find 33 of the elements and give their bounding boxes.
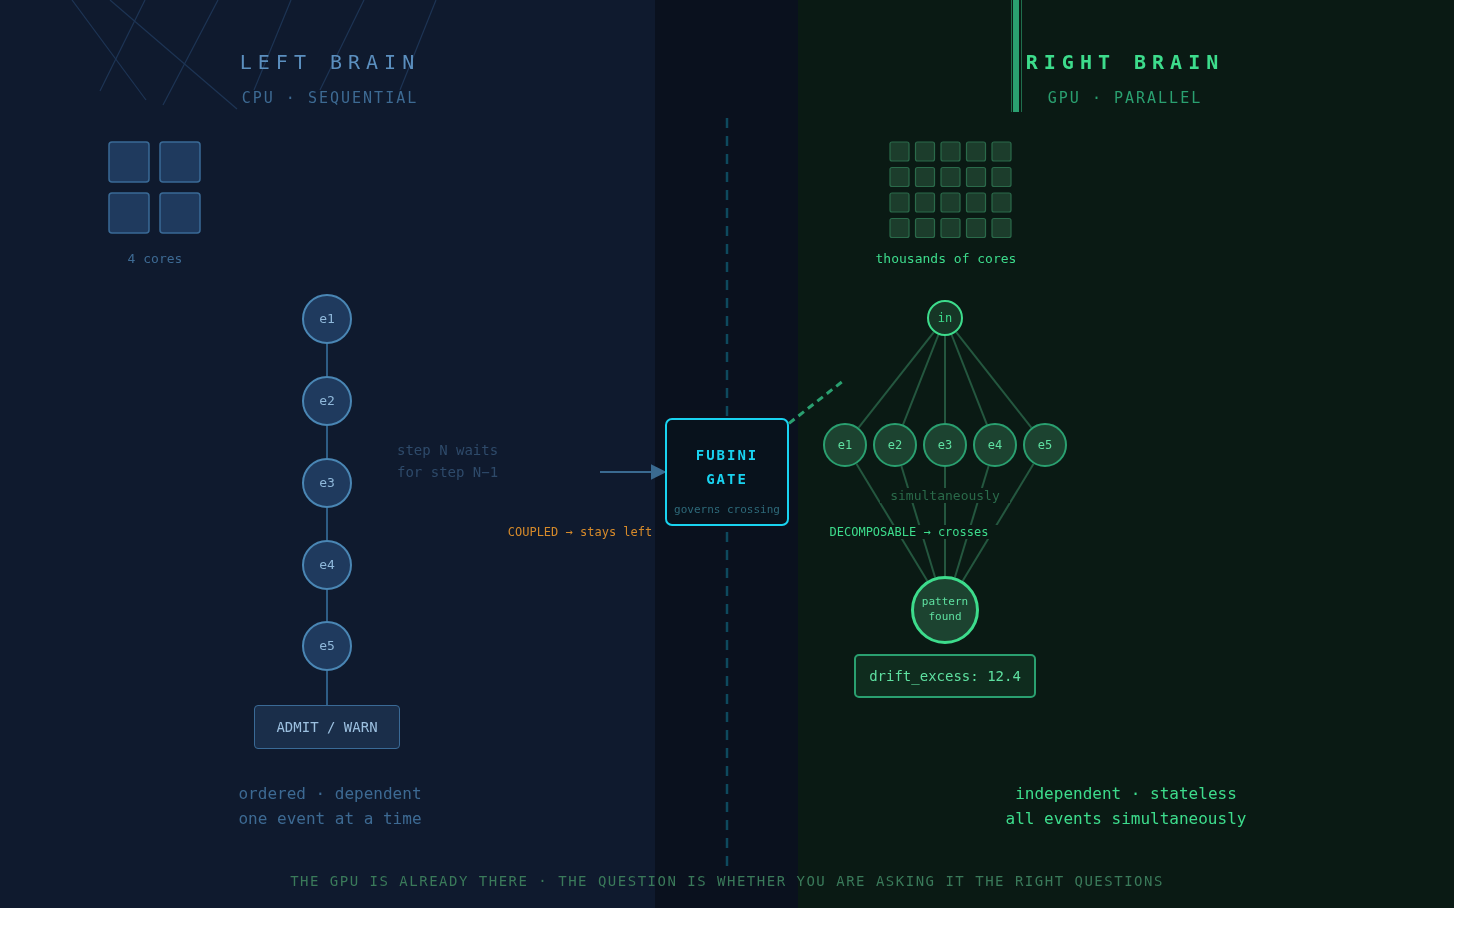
connector-line — [955, 331, 1033, 429]
gate-box — [665, 418, 789, 526]
connector-line — [326, 343, 328, 377]
connector-line — [902, 333, 940, 426]
gate-subtitle: governs crossing — [674, 502, 780, 516]
connector-line — [788, 379, 844, 425]
summary-text: one event at a time — [237, 809, 423, 828]
section-heading: LEFT BRAIN — [238, 50, 422, 74]
connector-line — [944, 335, 946, 424]
note-text: simultaneously — [880, 488, 1010, 503]
metric-box: drift_excess: 12.4 — [854, 654, 1036, 698]
condition-label: COUPLED → stays left — [506, 525, 654, 539]
footer-caption: THE GPU IS ALREADY THERE · THE QUESTION IS WHETHER YOU ARE ASKING IT THE RIGHT QUESTIONS — [289, 873, 1165, 889]
caption-text: 4 cores — [126, 251, 184, 266]
note-text: step N waits for step N−1 — [397, 441, 500, 482]
section-subheading: CPU · SEQUENTIAL — [240, 89, 420, 107]
caption-text: thousands of cores — [874, 251, 1018, 266]
connector-line — [326, 589, 328, 622]
section-subheading: GPU · PARALLEL — [1046, 89, 1204, 107]
summary-text: independent · stateless — [1014, 784, 1238, 803]
arrow — [599, 464, 667, 480]
connector-line — [857, 331, 935, 429]
section-heading: RIGHT BRAIN — [1024, 50, 1226, 74]
summary-text: all events simultaneously — [1004, 809, 1248, 828]
connector-line — [961, 462, 1035, 582]
summary-text: ordered · dependent — [237, 784, 423, 803]
gate-title: FUBINI GATE — [694, 445, 760, 489]
connector-line — [326, 670, 328, 706]
connector-line — [326, 507, 328, 541]
connector-line — [326, 425, 328, 459]
result-box: ADMIT / WARN — [254, 705, 400, 749]
connector-line — [950, 333, 988, 426]
connector-line — [855, 462, 929, 582]
